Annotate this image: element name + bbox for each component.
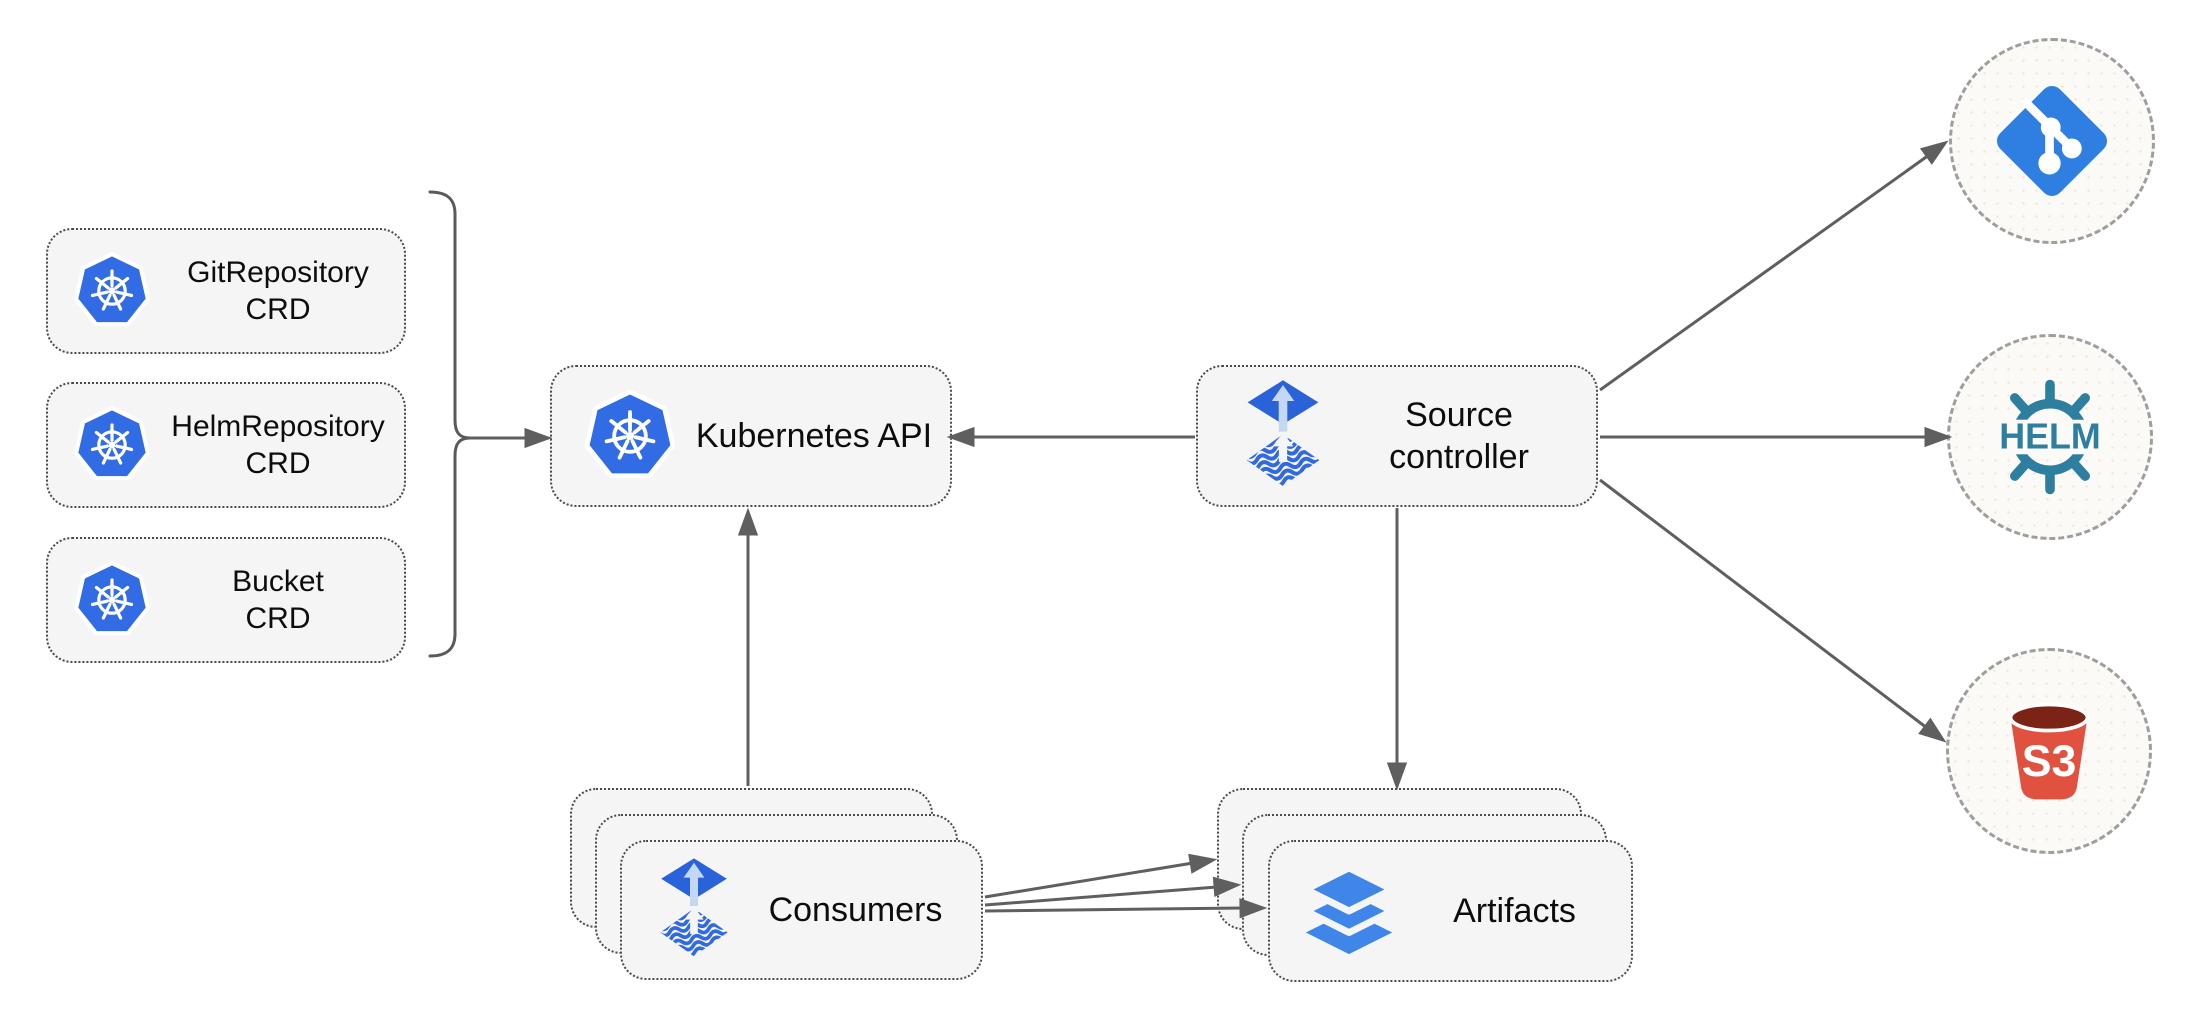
git-icon: [1990, 79, 2114, 203]
helm-icon-text: HELM: [1999, 417, 2101, 457]
layers-icon: [1300, 862, 1398, 960]
flux-icon: [1244, 379, 1322, 493]
label-line2: CRD: [245, 602, 311, 635]
edge-source-controller-to-git: [1599, 140, 1949, 392]
s3-icon: S3: [1987, 689, 2111, 813]
node-artifacts-stack: Artifacts: [1217, 788, 1639, 988]
edge-consumers-to-artifacts-2: [984, 876, 1242, 907]
edge-consumers-to-kubernetes-api: [737, 507, 759, 786]
node-consumers-stack: Consumers: [570, 788, 990, 988]
kubernetes-icon: [72, 560, 152, 640]
s3-icon-text: S3: [2022, 737, 2077, 786]
label-line1: HelmRepository: [171, 409, 385, 443]
kubernetes-icon: [72, 405, 152, 485]
edge-consumers-to-artifacts-1: [984, 853, 1218, 899]
node-helm-remote: HELM: [1947, 334, 2153, 540]
node-consumers: Consumers: [620, 840, 983, 980]
kubernetes-icon: [582, 388, 678, 484]
node-source-controller: Source controller: [1196, 365, 1598, 507]
label-line2: controller: [1389, 438, 1529, 476]
crd-group-bracket: [428, 190, 471, 658]
label-line1: GitRepository: [187, 255, 369, 289]
node-s3-remote: S3: [1946, 648, 2152, 854]
edge-source-controller-to-helm: [1600, 426, 1953, 448]
edge-crds-to-kubernetes-api: [468, 427, 553, 449]
flux-icon: [658, 857, 730, 963]
edge-source-controller-to-artifacts: [1386, 508, 1408, 791]
label-line1: Bucket: [232, 564, 324, 598]
node-label: Kubernetes API: [695, 416, 933, 455]
node-artifacts: Artifacts: [1268, 840, 1633, 982]
node-label: Consumers: [768, 890, 943, 929]
label-line2: CRD: [245, 447, 311, 480]
node-git-remote: [1949, 38, 2155, 244]
edge-source-controller-to-kubernetes-api: [946, 426, 1195, 448]
node-label: Artifacts: [1453, 891, 1576, 930]
node-label: Source controller: [1322, 394, 1596, 479]
edge-source-controller-to-s3: [1599, 478, 1947, 743]
kubernetes-icon: [72, 251, 152, 331]
label-line1: Source: [1405, 395, 1513, 434]
helm-icon: HELM: [1986, 373, 2114, 501]
label-line2: CRD: [245, 293, 311, 326]
node-kubernetes-api: Kubernetes API: [550, 365, 952, 507]
